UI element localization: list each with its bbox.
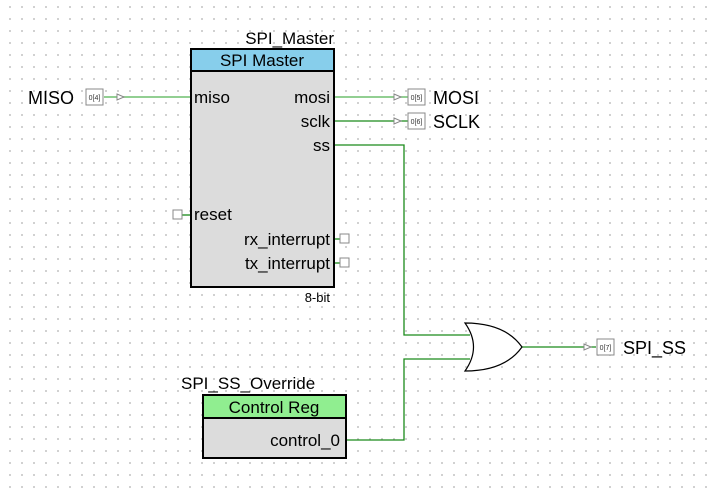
spi-master-body bbox=[190, 48, 335, 288]
pin-sclk[interactable]: 0[6] SCLK bbox=[407, 112, 480, 132]
terminal-tx-interrupt[interactable] bbox=[339, 257, 350, 268]
pin-sclk-box bbox=[407, 112, 426, 130]
control-reg-instance-name: SPI_SS_Override bbox=[181, 374, 315, 393]
port-control-0: control_0 bbox=[270, 431, 340, 450]
wires bbox=[104, 93, 596, 441]
port-tx-interrupt: tx_interrupt bbox=[245, 254, 330, 273]
port-ss: ss bbox=[313, 136, 330, 155]
pin-sclk-name: SCLK bbox=[433, 112, 480, 132]
port-sclk: sclk bbox=[301, 112, 331, 131]
spi-master-header bbox=[190, 48, 335, 72]
terminal-rx-interrupt[interactable] bbox=[339, 233, 350, 244]
port-rx-interrupt: rx_interrupt bbox=[244, 230, 330, 249]
spi-master-instance-name: SPI_Master bbox=[245, 29, 334, 48]
control-reg-title: Control Reg bbox=[229, 398, 320, 417]
port-reset: reset bbox=[194, 205, 232, 224]
pin-mosi-box bbox=[407, 88, 426, 106]
arrow-icon bbox=[393, 117, 403, 125]
pin-miso-name: MISO bbox=[28, 88, 74, 108]
or-gate-icon[interactable] bbox=[463, 322, 523, 372]
port-mosi: mosi bbox=[294, 88, 330, 107]
terminal-reset[interactable] bbox=[172, 209, 183, 220]
port-miso: miso bbox=[194, 88, 230, 107]
arrow-icon bbox=[583, 343, 593, 351]
spi-master-footer: 8-bit bbox=[305, 290, 331, 305]
wire-control-0[interactable] bbox=[346, 358, 470, 441]
wire-ss[interactable] bbox=[334, 144, 470, 336]
pin-miso[interactable]: MISO 0[4] bbox=[28, 88, 104, 108]
control-reg-component[interactable]: SPI_SS_Override Control Reg control_0 bbox=[181, 374, 347, 459]
control-reg-header bbox=[202, 394, 347, 419]
arrow-icon bbox=[393, 93, 403, 101]
pin-miso-index: 0[4] bbox=[89, 95, 101, 102]
pin-miso-box bbox=[85, 88, 104, 106]
pin-spi-ss[interactable]: 0[7] SPI_SS bbox=[596, 338, 686, 359]
pin-spi-ss-index: 0[7] bbox=[600, 345, 612, 352]
arrow-icon bbox=[116, 93, 126, 101]
pin-spi-ss-name: SPI_SS bbox=[623, 338, 686, 359]
pin-mosi-name: MOSI bbox=[433, 88, 479, 108]
pin-sclk-index: 0[6] bbox=[411, 119, 423, 126]
pin-mosi-index: 0[5] bbox=[411, 95, 423, 102]
pin-mosi[interactable]: 0[5] MOSI bbox=[407, 88, 479, 108]
spi-master-component[interactable]: SPI_Master SPI Master miso mosi sclk ss … bbox=[172, 29, 350, 305]
spi-master-title: SPI Master bbox=[220, 51, 304, 70]
pin-spi-ss-box bbox=[596, 338, 615, 356]
